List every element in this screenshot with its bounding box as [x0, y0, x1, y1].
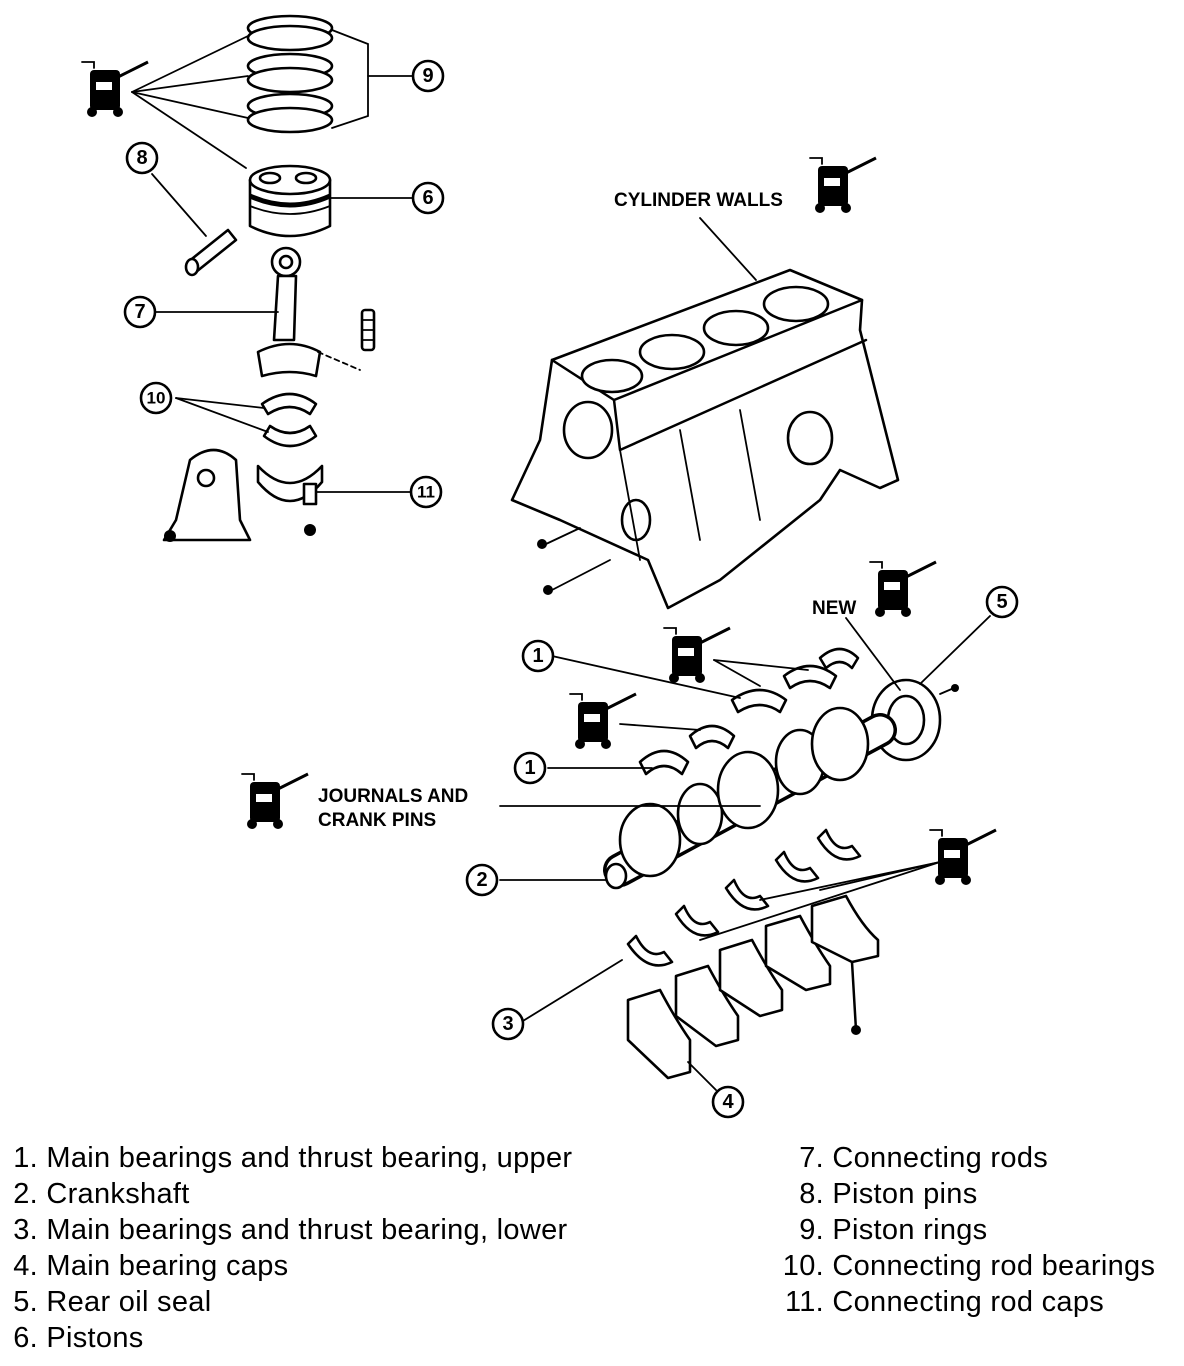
engine-exploded-diagram: CYLINDER WALLS NEW JOURNALS AND CRANK PI… [80, 14, 1019, 1119]
svg-text:5: 5 [996, 591, 1007, 613]
connecting-rod [256, 246, 322, 378]
legend-item: 4. Main bearing caps [13, 1250, 289, 1282]
callout-8: 8 [125, 141, 159, 175]
oil-can-icon [928, 828, 998, 887]
legend-item: 9. Piston rings [799, 1214, 988, 1246]
main-bearings-upper [638, 647, 860, 776]
callout-2: 2 [465, 863, 499, 897]
svg-text:11: 11 [417, 483, 435, 502]
piston-pin [184, 228, 238, 277]
callout-11: 11 [409, 475, 443, 509]
callout-4: 4 [711, 1085, 745, 1119]
rod-bolt [360, 308, 376, 352]
piston [248, 164, 332, 238]
label-cylinder-walls: CYLINDER WALLS [614, 190, 783, 211]
svg-text:1: 1 [532, 645, 543, 667]
callout-6: 6 [411, 181, 445, 215]
legend-item: 11. Connecting rod caps [784, 1286, 1105, 1318]
legend-column-left: 1. Main bearings and thrust bearing, upp… [6, 1140, 572, 1356]
callout-1-lower: 1 [513, 751, 547, 785]
oil-can-icon [808, 156, 878, 215]
label-new: NEW [812, 598, 856, 619]
svg-text:4: 4 [722, 1091, 734, 1113]
svg-text:1: 1 [524, 757, 535, 779]
oil-can-icon [868, 560, 938, 619]
crankshaft [603, 706, 897, 890]
callout-1-upper: 1 [521, 639, 555, 673]
svg-text:9: 9 [422, 65, 433, 87]
label-journals-line2: CRANK PINS [318, 810, 436, 831]
callout-10: 10 [139, 381, 173, 415]
svg-text:8: 8 [136, 147, 147, 169]
svg-text:10: 10 [147, 389, 166, 408]
cylinder-block [510, 268, 900, 610]
svg-text:7: 7 [134, 301, 145, 323]
svg-text:3: 3 [502, 1013, 513, 1035]
callout-5: 5 [985, 585, 1019, 619]
rod-cap-side-view [162, 448, 252, 542]
legend-item: 1. Main bearings and thrust bearing, upp… [13, 1142, 573, 1174]
svg-text:2: 2 [476, 869, 487, 891]
callout-7: 7 [123, 295, 157, 329]
connecting-rod-bearings [260, 392, 318, 448]
rear-oil-seal [870, 678, 959, 762]
label-journals-line1: JOURNALS AND [318, 786, 468, 807]
legend-item: 10. Connecting rod bearings [782, 1250, 1156, 1282]
oil-can-icon [240, 772, 310, 831]
legend-item: 8. Piston pins [799, 1178, 978, 1210]
svg-text:6: 6 [422, 187, 433, 209]
legend-item: 3. Main bearings and thrust bearing, low… [13, 1214, 568, 1246]
main-bearing-caps [626, 894, 880, 1080]
legend-item: 6. Pistons [13, 1322, 144, 1354]
connecting-rod-cap [256, 464, 324, 536]
callout-9: 9 [411, 59, 445, 93]
legend-item: 7. Connecting rods [799, 1142, 1049, 1174]
legend-column-right: 7. Connecting rods 8. Piston pins 9. Pis… [778, 1140, 1155, 1320]
legend-item: 5. Rear oil seal [13, 1286, 212, 1318]
piston-rings [246, 14, 334, 134]
oil-can-icon [662, 626, 732, 685]
oil-can-icon [568, 692, 638, 751]
parts-legend: 1. Main bearings and thrust bearing, upp… [0, 1140, 1184, 1366]
callout-3: 3 [491, 1007, 525, 1041]
legend-item: 2. Crankshaft [13, 1178, 190, 1210]
main-bearings-lower [626, 828, 862, 967]
